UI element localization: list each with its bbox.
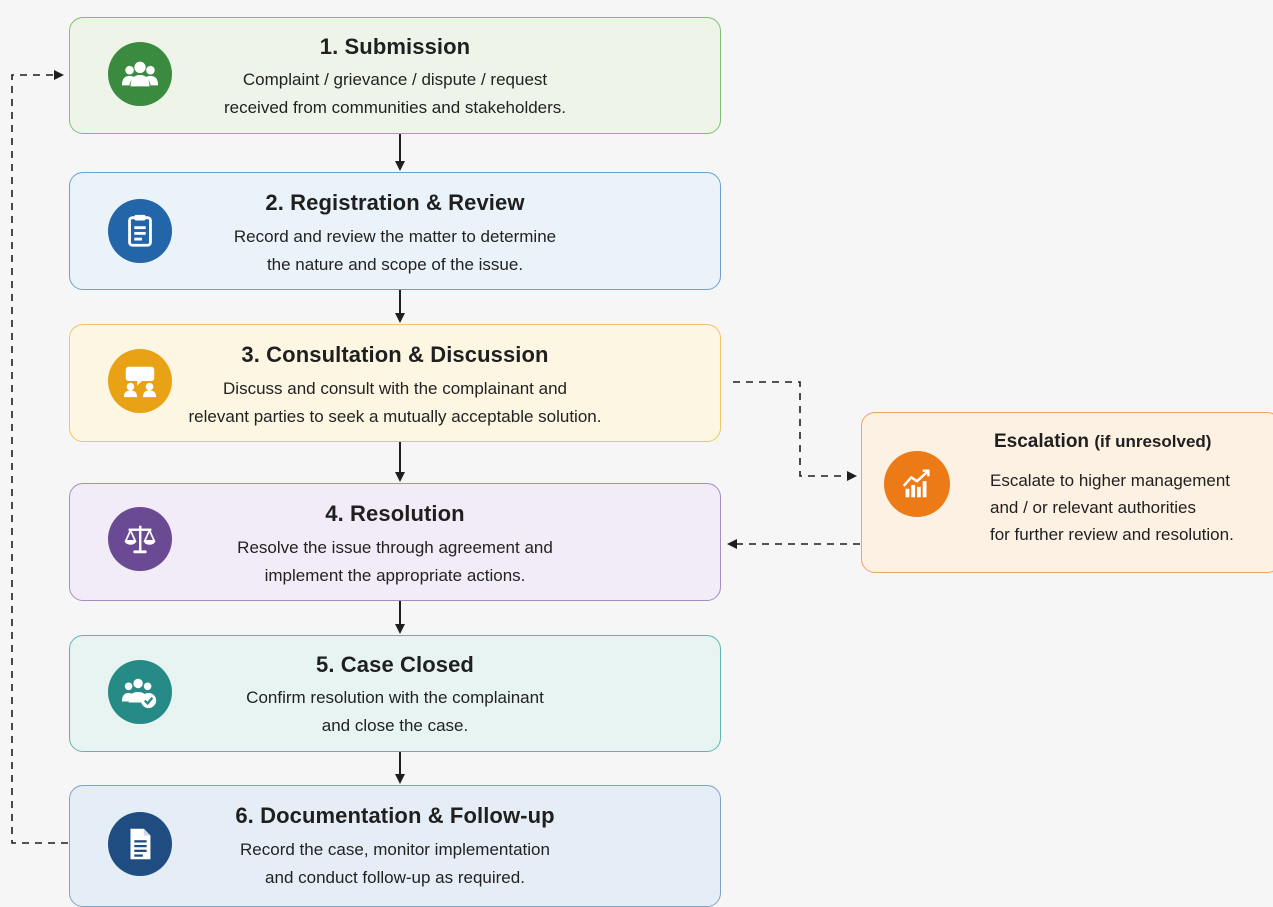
step-description: Complaint / grievance / dispute / reques…: [70, 66, 720, 122]
escalation-title-main: Escalation: [994, 431, 1090, 452]
step-description-line: Record and review the matter to determin…: [233, 227, 557, 246]
step-description-line: and close the case.: [321, 716, 469, 735]
step-description: Resolve the issue through agreement and …: [70, 534, 720, 590]
step-title: 3. Consultation & Discussion: [241, 342, 549, 367]
step-description-line: Discuss and consult with the complainant…: [223, 379, 567, 398]
group-icon: [108, 42, 172, 106]
step-description-line: relevant parties to seek a mutually acce…: [188, 407, 602, 426]
step-description-line: received from communities and stakeholde…: [223, 98, 567, 117]
step-description-line: Confirm resolution with the complainant: [246, 688, 544, 707]
step-title: 2. Registration & Review: [265, 190, 525, 215]
escalation-title-note: (if unresolved): [1094, 432, 1212, 451]
step-documentation-follow-up: 6. Documentation & Follow-up Record the …: [69, 785, 721, 907]
step-consultation-discussion: 3. Consultation & Discussion Discuss and…: [69, 324, 721, 442]
step-description-line: Complaint / grievance / dispute / reques…: [242, 70, 548, 89]
escalation-title: Escalation (if unresolved): [994, 431, 1211, 453]
step-title: 6. Documentation & Follow-up: [235, 803, 555, 828]
step-description-line: the nature and scope of the issue.: [266, 255, 524, 274]
step-description-line: Resolve the issue through agreement and: [237, 538, 553, 557]
step-case-closed: 5. Case Closed Confirm resolution with t…: [69, 635, 721, 752]
escalation-arrow: [733, 381, 857, 481]
step-title: 1. Submission: [319, 34, 471, 59]
step-description: Discuss and consult with the complainant…: [70, 375, 720, 431]
document-icon: [108, 812, 172, 876]
scales-icon: [108, 507, 172, 571]
escalation-description-line: for further review and resolution.: [990, 525, 1234, 544]
feedback-loop-arrow: [11, 70, 68, 844]
step-registration-review: 2. Registration & Review Record and revi…: [69, 172, 721, 290]
step-title: 5. Case Closed: [316, 652, 474, 677]
escalation-description: Escalate to higher management and / or r…: [990, 467, 1234, 548]
escalation-description-line: and / or relevant authorities: [990, 498, 1197, 517]
step-description: Confirm resolution with the complainant …: [70, 684, 720, 740]
step-submission: 1. Submission Complaint / grievance / di…: [69, 17, 721, 134]
growth-chart-icon: [884, 451, 950, 517]
step-title: 4. Resolution: [325, 501, 465, 526]
escalation-description-line: Escalate to higher management: [990, 471, 1231, 490]
step-description-line: Record the case, monitor implementation: [240, 840, 550, 859]
step-resolution: 4. Resolution Resolve the issue through …: [69, 483, 721, 601]
step-description-line: implement the appropriate actions.: [264, 566, 526, 585]
step-description: Record and review the matter to determin…: [70, 223, 720, 279]
step-description: Record the case, monitor implementation …: [70, 836, 720, 892]
step-description-line: and conduct follow-up as required.: [265, 868, 525, 887]
discussion-icon: [108, 349, 172, 413]
clipboard-icon: [108, 199, 172, 263]
group-check-icon: [108, 660, 172, 724]
escalation-box: Escalation (if unresolved) Escalate to h…: [861, 412, 1273, 573]
